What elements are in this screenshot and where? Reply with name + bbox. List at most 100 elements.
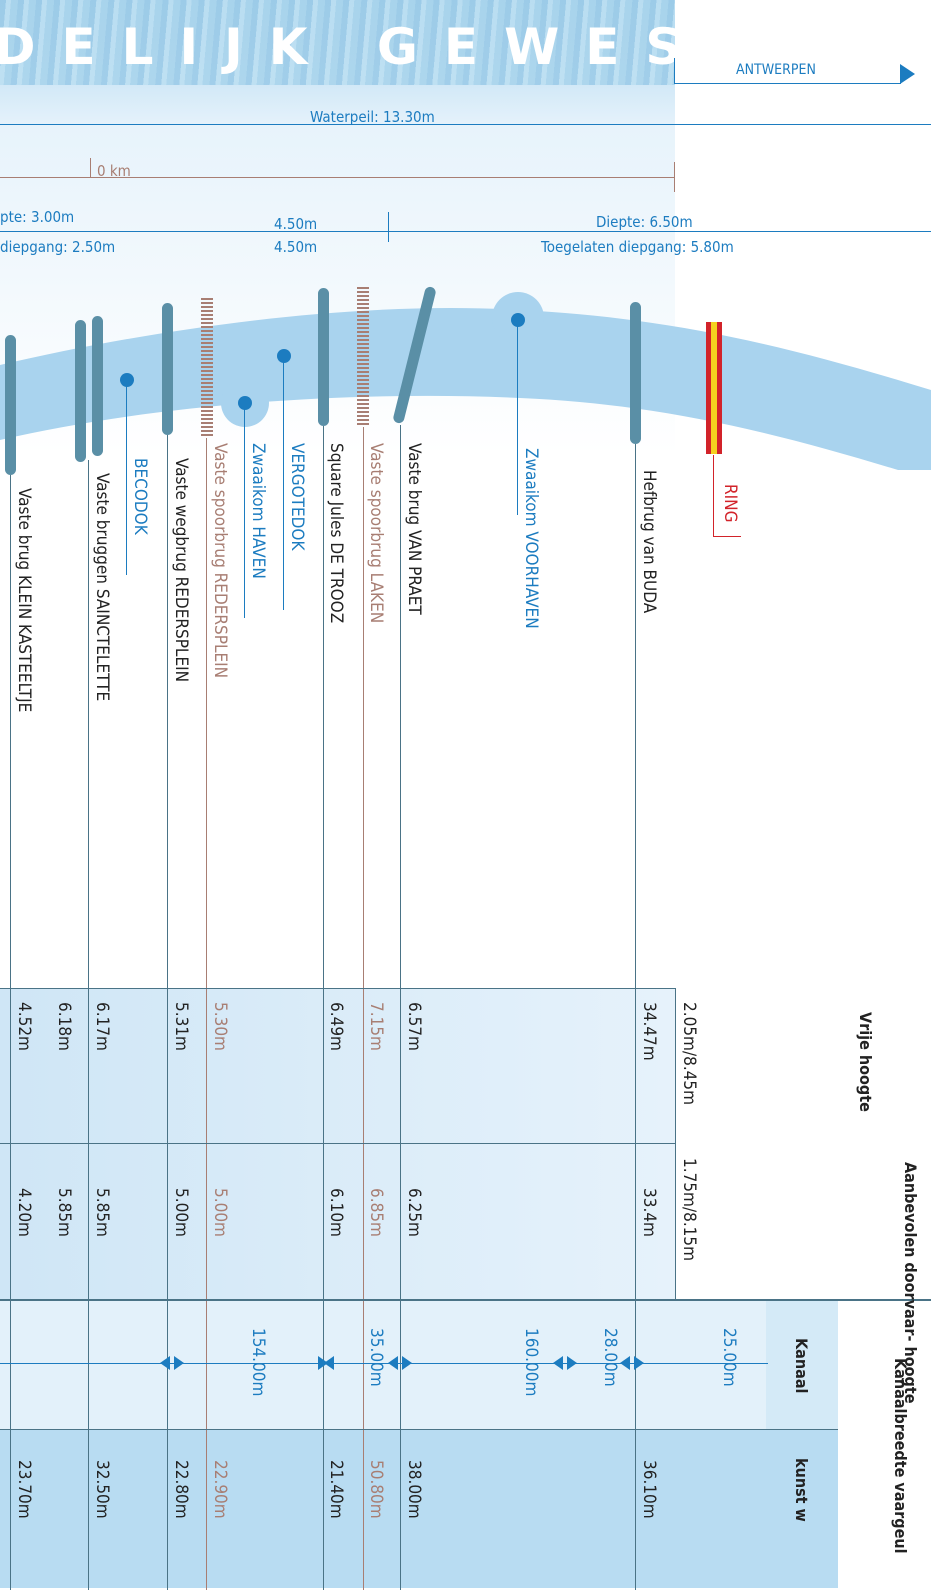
height-saintelette-2: 6.18m — [54, 1002, 74, 1051]
height-van-praet: 6.57m — [404, 1002, 424, 1051]
leader-becodok — [126, 385, 127, 575]
height-redersplein: 5.31m — [171, 1002, 191, 1051]
label-redersplein: Vaste wegbrug REDERSPLEIN — [171, 458, 191, 683]
depth-divider-tick — [388, 212, 389, 242]
leader-klein — [10, 475, 11, 1590]
banner-title: DELIJK GEWEST — [0, 18, 768, 76]
passage-rederplein-rail: 5.00m — [210, 1188, 230, 1237]
passage-redersplein: 5.00m — [171, 1188, 191, 1237]
height-klein: 4.52m — [14, 1002, 34, 1051]
passage-buda: 33.4m — [639, 1188, 659, 1237]
label-de-trooz: Square Jules DE TROOZ — [326, 443, 346, 624]
ring-leader — [713, 455, 714, 537]
canal-header-bg — [766, 1300, 838, 1430]
pillar-de-trooz — [318, 288, 329, 426]
draft-right-label: Toegelaten diepgang: 5.80m — [541, 238, 734, 256]
canal-width-2: 28.00m — [600, 1328, 620, 1387]
pillar-rederplein-rail — [201, 298, 213, 438]
header-kanaal: Kanaal — [791, 1338, 811, 1394]
label-becodok: BECODOK — [130, 458, 150, 535]
passage-de-trooz: 6.10m — [326, 1188, 346, 1237]
label-vergotedok: VERGOTEDOK — [287, 443, 307, 551]
dot-voorhaven — [511, 313, 525, 327]
canal-width-5: 154.00m — [248, 1328, 268, 1397]
table-canal-line — [0, 1299, 931, 1301]
arrow-right-icon — [900, 64, 915, 84]
header-aanbevolen-text: Aanbevolen doorvaar- hoogte — [901, 1162, 920, 1404]
canal-width-arrows — [160, 1356, 644, 1370]
leader-buda — [635, 444, 636, 1590]
km-line-end — [674, 162, 675, 192]
height-rederplein-rail: 5.30m — [210, 1002, 230, 1051]
leader-vergotedok — [283, 360, 284, 610]
ring-marker — [706, 322, 722, 454]
passage-van-praet: 6.25m — [404, 1188, 424, 1237]
width-klein: 23.70m — [14, 1460, 34, 1519]
label-saintelette: Vaste bruggen SAINCTELETTE — [92, 473, 112, 702]
artwork-table-bg — [0, 1430, 838, 1588]
direction-label[interactable]: ANTWERPEN — [736, 62, 816, 78]
width-laken: 50.80m — [366, 1460, 386, 1519]
label-ring: RING — [720, 484, 740, 523]
canal-width-3: 160.00m — [521, 1328, 541, 1397]
header-vrije-hoogte: Vrije hoogte — [855, 1012, 875, 1112]
pillar-klein-kasteeltje — [5, 335, 16, 475]
label-klein-kasteeltje: Vaste brug KLEIN KASTEELTJE — [14, 488, 34, 713]
label-rederplein-rail: Vaste spoorbrug REDERSPLEIN — [210, 443, 230, 679]
pillar-saintelette-2 — [75, 320, 86, 462]
height-laken: 7.15m — [366, 1002, 386, 1051]
leader-van-praet — [400, 425, 401, 1590]
label-laken: Vaste spoorbrug LAKEN — [366, 443, 386, 624]
height-de-trooz: 6.49m — [326, 1002, 346, 1051]
width-van-praet: 38.00m — [404, 1460, 424, 1519]
label-van-praet: Vaste brug VAN PRAET — [404, 443, 424, 615]
depth-left-label: pte: 3.00m — [0, 208, 75, 226]
water-level-label: Waterpeil: 13.30m — [310, 108, 435, 126]
height-table-bg — [0, 988, 675, 1300]
table-art-line — [0, 1429, 838, 1430]
header-kunst: kunst w — [791, 1458, 811, 1522]
passage-saintelette: 5.85m — [92, 1188, 112, 1237]
direction-tick — [674, 58, 675, 84]
dot-haven — [238, 396, 252, 410]
water-level-line — [0, 124, 931, 125]
direction-line — [675, 83, 901, 84]
header-banner-band — [0, 0, 675, 85]
header-vrije-hoogte-text: Vrije hoogte — [855, 1012, 875, 1112]
canal-river-shape — [0, 292, 931, 470]
km-marker-label: 0 km — [97, 162, 131, 180]
canal-width-1: 25.00m — [719, 1328, 739, 1387]
mid-draft-label: 4.50m — [274, 238, 318, 256]
pillar-laken-rail — [357, 287, 369, 427]
height-saintelette: 6.17m — [92, 1002, 112, 1051]
dot-vergotedok — [277, 349, 291, 363]
label-voorhaven: Zwaaikom VOORHAVEN — [521, 448, 541, 629]
leader-de-trooz — [323, 426, 324, 1590]
height-buda: 34.47m — [639, 1002, 659, 1061]
pillar-buda — [630, 302, 641, 444]
passage-ring: 1.75m/8.15m — [679, 1158, 699, 1262]
pillar-saintelette-1 — [92, 316, 103, 456]
table-top-line — [0, 988, 675, 989]
canal-width-axis — [0, 1363, 768, 1364]
leader-voorhaven — [517, 325, 518, 515]
label-haven: Zwaaikom HAVEN — [248, 443, 268, 579]
artwork-header-bg — [838, 1300, 931, 1588]
dot-becodok — [120, 373, 134, 387]
passage-laken: 6.85m — [366, 1188, 386, 1237]
canal-table-bg — [0, 1300, 838, 1430]
km-marker-tick — [90, 158, 91, 178]
width-saintelette: 32.50m — [92, 1460, 112, 1519]
passage-saintelette-2: 5.85m — [54, 1188, 74, 1237]
table-mid-line — [0, 1143, 675, 1144]
pillar-redersplein — [162, 303, 173, 435]
depth-right-label: Diepte: 6.50m — [596, 213, 693, 231]
ring-leader-tick — [713, 536, 741, 537]
km-line — [0, 177, 675, 178]
label-buda: Hefbrug van BUDA — [639, 470, 659, 614]
width-rederplein-rail: 22.90m — [210, 1460, 230, 1519]
leader-redersplein — [167, 435, 168, 1590]
leader-rederplein-rail — [206, 438, 207, 1590]
draft-left-label: diepgang: 2.50m — [0, 238, 116, 256]
mid-depth-label: 4.50m — [274, 215, 318, 233]
